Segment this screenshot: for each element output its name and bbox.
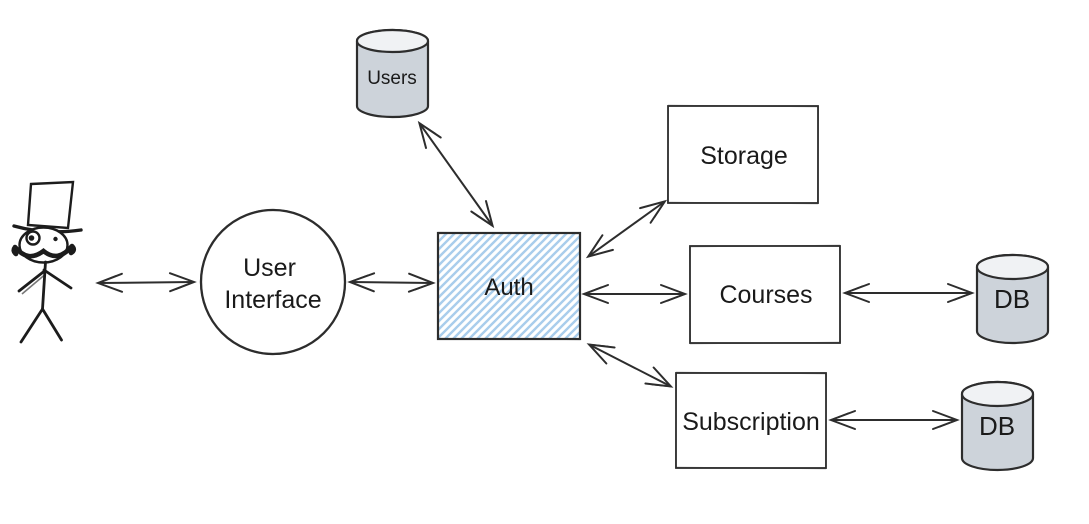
actor-right-eye [53, 236, 58, 242]
courses-db-cylinder-top [975, 253, 1050, 281]
actor-arms [17, 268, 73, 293]
node-user-interface: User Interface [199, 208, 347, 356]
users-store-label: Users [367, 68, 417, 89]
node-subscription-db: DB [960, 380, 1035, 472]
node-auth: Auth [436, 231, 582, 341]
node-storage: Storage [667, 104, 819, 205]
edge-actor-user-interface [95, 272, 197, 293]
subscription-db-label: DB [979, 411, 1015, 441]
subscription-box [675, 372, 827, 469]
user-interface-label-line1: User [243, 254, 296, 282]
node-courses: Courses [689, 244, 841, 345]
auth-box-sketch [436, 231, 582, 341]
subscription-box-sketch [675, 371, 827, 470]
storage-box-sketch [667, 104, 819, 205]
subscription-label: Subscription [682, 408, 820, 436]
auth-label: Auth [484, 274, 533, 301]
actor-mustache-icon [11, 243, 77, 259]
edge-auth-subscription [586, 343, 674, 388]
storage-label: Storage [700, 142, 788, 170]
edge-auth-storage [585, 199, 668, 259]
user-interface-label-line2: Interface [224, 286, 321, 314]
user-interface-label: User Interface [224, 254, 321, 314]
actor-left-pupil [28, 235, 35, 241]
node-courses-db: DB [975, 253, 1050, 345]
courses-db-label: DB [994, 284, 1030, 314]
actor-hat-top [26, 180, 75, 230]
node-subscription: Subscription [675, 371, 827, 470]
users-cylinder-top [355, 28, 430, 54]
edge-user-interface-auth [347, 272, 436, 293]
actor-legs [19, 307, 63, 344]
node-users-store: Users [355, 28, 430, 119]
actor-figure [11, 180, 83, 344]
subscription-db-cylinder-top [960, 380, 1035, 408]
edge-auth-users-store [417, 120, 495, 229]
user-interface-circle-sketch [199, 208, 347, 356]
courses-label: Courses [719, 281, 812, 309]
actor-arm-sketch-line [21, 274, 46, 295]
courses-box-sketch [689, 244, 841, 345]
user-interface-circle [199, 208, 347, 356]
edges [95, 120, 975, 430]
